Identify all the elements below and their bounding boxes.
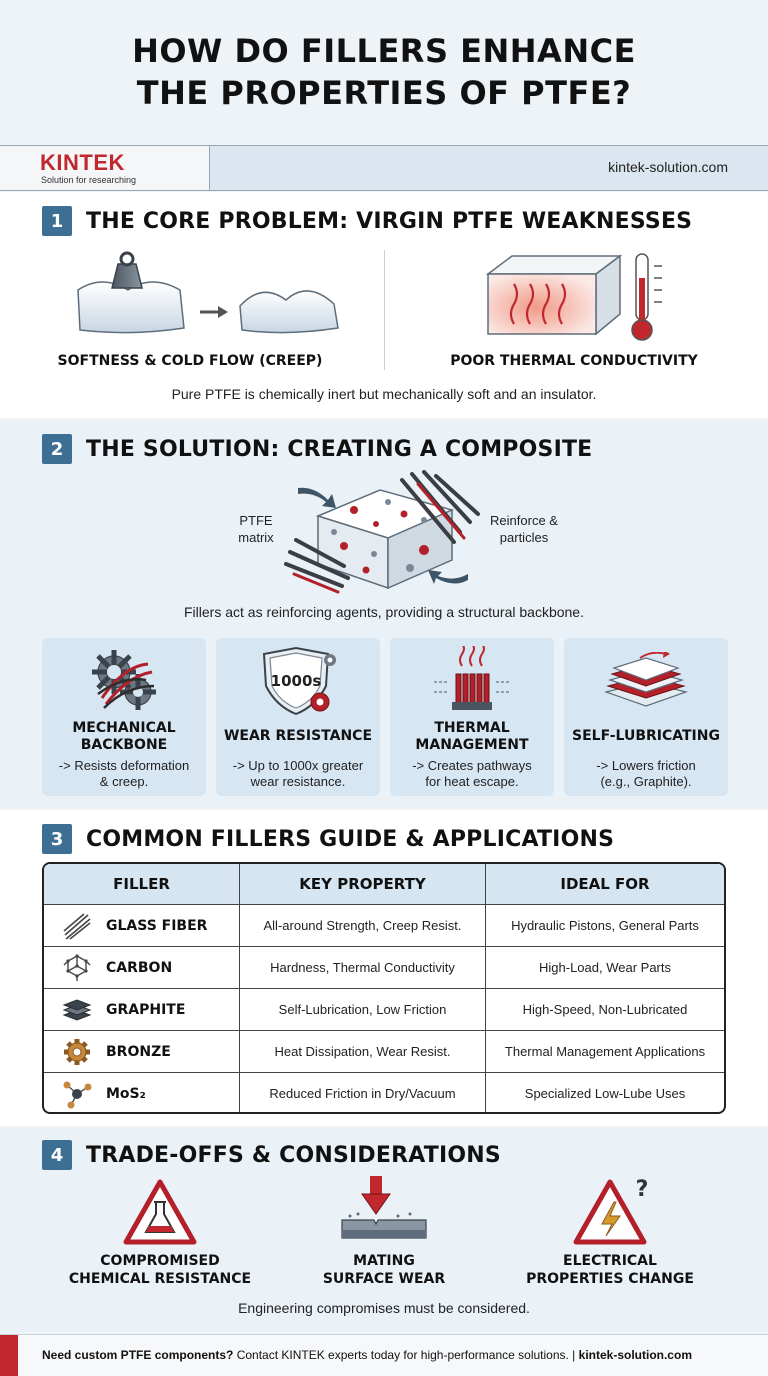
composite-block-icon	[284, 470, 480, 594]
footer-bold: Need custom PTFE components?	[42, 1348, 234, 1362]
filler-name: MoS₂	[106, 1085, 146, 1102]
table-row: GLASS FIBER All-around Strength, Creep R…	[44, 904, 724, 946]
softness-label: SOFTNESS & COLD FLOW (CREEP)	[57, 353, 323, 369]
card-1-desc: -> Resists deformation& creep.	[58, 758, 190, 789]
card-4-desc: -> Lowers friction(e.g., Graphite).	[596, 758, 696, 789]
surface-wear-icon	[341, 1176, 427, 1239]
filler-name: CARBON	[106, 959, 173, 976]
filler-name: GLASS FIBER	[106, 917, 208, 934]
filler-property: Hardness, Thermal Conductivity	[240, 947, 486, 988]
section-2-number: 2	[42, 434, 72, 464]
bronze-gear-icon	[62, 1037, 92, 1067]
kintek-logo: KINTEK	[40, 150, 125, 175]
thermal-label: POOR THERMAL CONDUCTIVITY	[450, 353, 698, 369]
section-4-header: 4 TRADE-OFFS & CONSIDERATIONS	[42, 1140, 501, 1170]
title-line-1: HOW DO FILLERS ENHANCE	[132, 32, 636, 70]
header-filler: FILLER	[44, 864, 240, 904]
card-self-lubricating: SELF-LUBRICATING -> Lowers friction(e.g.…	[564, 638, 728, 796]
header-key-property: KEY PROPERTY	[240, 864, 486, 904]
electrical-warning-icon: ?	[573, 1177, 649, 1245]
section-2-title: THE SOLUTION: CREATING A COMPOSITE	[86, 436, 593, 462]
filler-property: Self-Lubrication, Low Friction	[240, 989, 486, 1030]
fibers-icon	[62, 911, 92, 941]
filler-ideal: Specialized Low-Lube Uses	[524, 1086, 686, 1101]
footer-site-link[interactable]: kintek-solution.com	[578, 1348, 692, 1362]
site-link[interactable]: kintek-solution.com	[608, 159, 728, 175]
table-header-row: FILLER KEY PROPERTY IDEAL FOR	[44, 864, 724, 904]
shield-icon: 1000s	[262, 646, 336, 716]
wear-badge: 1000s	[271, 672, 322, 690]
ptfe-matrix-label: PTFE matrix	[238, 513, 274, 545]
footer-bar: Need custom PTFE components? Contact KIN…	[0, 1334, 768, 1376]
filler-ideal: High-Load, Wear Parts	[539, 960, 671, 975]
section-2-header: 2 THE SOLUTION: CREATING A COMPOSITE	[42, 434, 592, 464]
table-row: GRAPHITE Self-Lubrication, Low Friction …	[44, 988, 724, 1030]
footer-text: Need custom PTFE components? Contact KIN…	[42, 1348, 692, 1362]
footer-accent	[0, 1335, 18, 1376]
section-1-number: 1	[42, 206, 72, 236]
section-1-divider	[384, 250, 385, 370]
brand-tagline: Solution for researching	[41, 175, 137, 185]
card-4-title: SELF-LUBRICATING	[572, 728, 720, 744]
section-solution: 2 THE SOLUTION: CREATING A COMPOSITE	[0, 420, 768, 808]
brand-block: KINTEK Solution for researching	[0, 146, 210, 190]
card-wear-resistance: 1000s WEAR RESISTANCE -> Up to 1000x gre…	[216, 638, 380, 796]
table-row: MoS₂ Reduced Friction in Dry/Vacuum Spec…	[44, 1072, 724, 1112]
section-3-title: COMMON FILLERS GUIDE & APPLICATIONS	[86, 826, 615, 852]
section-1-caption: Pure PTFE is chemically inert but mechan…	[171, 386, 597, 402]
stacked-layers-icon	[62, 995, 92, 1025]
footer-body: Contact KINTEK experts today for high-pe…	[233, 1348, 579, 1362]
filler-ideal: High-Speed, Non-Lubricated	[522, 1002, 688, 1017]
table-row: BRONZE Heat Dissipation, Wear Resist. Th…	[44, 1030, 724, 1072]
svg-text:?: ?	[636, 1177, 649, 1202]
section-3-header: 3 COMMON FILLERS GUIDE & APPLICATIONS	[42, 824, 614, 854]
heat-sink-icon	[434, 646, 510, 710]
hexagon-lattice-icon	[62, 953, 92, 983]
thermal-block-icon	[486, 253, 662, 341]
filler-property: Heat Dissipation, Wear Resist.	[240, 1031, 486, 1072]
chemical-warning-icon	[123, 1179, 197, 1245]
filler-property: All-around Strength, Creep Resist.	[240, 905, 486, 946]
header-ideal-for: IDEAL FOR	[560, 875, 650, 893]
filler-name: GRAPHITE	[106, 1001, 186, 1018]
filler-name: BRONZE	[106, 1043, 171, 1060]
section-3-number: 3	[42, 824, 72, 854]
title-line-2: THE PROPERTIES OF PTFE?	[136, 74, 632, 112]
layers-icon	[603, 652, 689, 707]
section-core-problem: 1 THE CORE PROBLEM: VIRGIN PTFE WEAKNESS…	[0, 192, 768, 418]
section-trade-offs: 4 TRADE-OFFS & CONSIDERATIONS COMPROMISE…	[0, 1128, 768, 1332]
molecule-icon	[62, 1079, 92, 1109]
table-row: CARBON Hardness, Thermal Conductivity Hi…	[44, 946, 724, 988]
section-4-caption: Engineering compromises must be consider…	[238, 1300, 530, 1316]
filler-ideal: Thermal Management Applications	[504, 1044, 706, 1059]
fillers-table: FILLER KEY PROPERTY IDEAL FOR GLASS FIBE…	[42, 862, 726, 1114]
section-2-caption: Fillers act as reinforcing agents, provi…	[184, 604, 584, 620]
card-2-title: WEAR RESISTANCE	[223, 728, 373, 744]
cold-flow-icon	[77, 251, 339, 334]
filler-ideal: Hydraulic Pistons, General Parts	[511, 918, 699, 933]
section-4-number: 4	[42, 1140, 72, 1170]
gears-icon	[92, 650, 156, 710]
filler-property: Reduced Friction in Dry/Vacuum	[240, 1073, 486, 1112]
brand-bar: KINTEK Solution for researching kintek-s…	[0, 145, 768, 191]
section-1-header: 1 THE CORE PROBLEM: VIRGIN PTFE WEAKNESS…	[42, 206, 692, 236]
reinforce-label: Reinforce & particles	[490, 513, 558, 545]
section-fillers-guide: 3 COMMON FILLERS GUIDE & APPLICATIONS FI…	[0, 810, 768, 1126]
page-title: HOW DO FILLERS ENHANCE THE PROPERTIES OF…	[0, 30, 768, 114]
section-4-title: TRADE-OFFS & CONSIDERATIONS	[86, 1142, 501, 1168]
section-1-title: THE CORE PROBLEM: VIRGIN PTFE WEAKNESSES	[86, 208, 693, 234]
